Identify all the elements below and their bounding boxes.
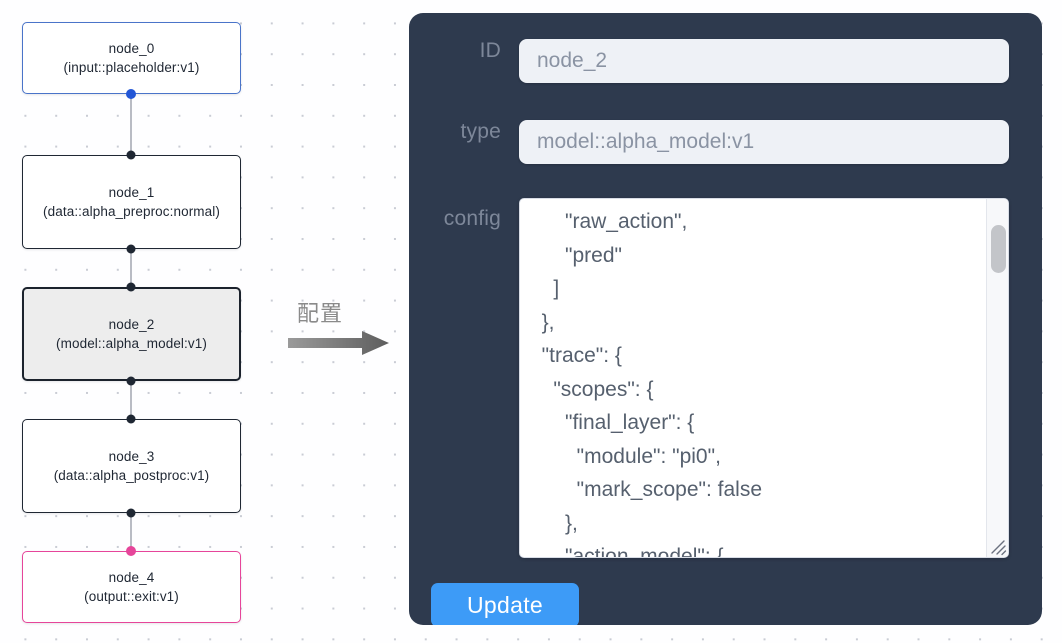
node-title: node_1 (108, 185, 155, 200)
config-field-row: config (409, 198, 1042, 558)
type-input[interactable] (519, 120, 1009, 164)
config-textarea[interactable] (520, 199, 988, 557)
update-button[interactable]: Update (431, 583, 579, 625)
node-title: node_2 (108, 317, 155, 332)
right-arrow-icon (288, 331, 389, 355)
annotation-label: 配置 (297, 302, 344, 327)
port-node_3-top[interactable] (126, 414, 136, 424)
node-title: node_0 (108, 41, 155, 56)
id-field-row: ID (409, 39, 1042, 83)
config-field-label: config (443, 207, 501, 230)
node-subtitle: (data::alpha_preproc:normal) (43, 204, 220, 219)
config-scrollbar-thumb[interactable] (991, 225, 1006, 273)
config-editor[interactable] (519, 198, 1009, 558)
port-node_1-top[interactable] (126, 150, 136, 160)
node-subtitle: (input::placeholder:v1) (63, 60, 200, 75)
node-inspector-panel: ID type config Update (409, 13, 1042, 625)
edge-node1-node2 (130, 249, 132, 287)
node-subtitle: (model::alpha_model:v1) (56, 336, 207, 351)
type-field-row: type (409, 120, 1042, 164)
node-subtitle: (data::alpha_postproc:v1) (53, 468, 210, 483)
type-field-label: type (460, 120, 501, 143)
graph-node-node_2[interactable]: node_2 (model::alpha_model:v1) (22, 287, 241, 381)
edge-node3-node4 (130, 513, 132, 551)
graph-node-node_4[interactable]: node_4 (output::exit:v1) (22, 551, 241, 623)
port-node_2-top[interactable] (126, 282, 136, 292)
edge-node0-node1 (130, 94, 132, 155)
id-input[interactable] (519, 39, 1009, 83)
port-node_4-top[interactable] (126, 546, 136, 556)
node-subtitle: (output::exit:v1) (84, 589, 179, 604)
port-node_2-bottom[interactable] (126, 376, 136, 386)
edge-node2-node3 (130, 381, 132, 419)
graph-node-node_0[interactable]: node_0 (input::placeholder:v1) (22, 22, 241, 94)
config-scrollbar[interactable] (986, 199, 1008, 557)
node-title: node_4 (108, 570, 155, 585)
node-title: node_3 (108, 449, 155, 464)
graph-canvas[interactable]: node_0 (input::placeholder:v1) node_1 (d… (0, 0, 400, 643)
graph-node-node_3[interactable]: node_3 (data::alpha_postproc:v1) (22, 419, 241, 513)
port-node_0-bottom[interactable] (126, 89, 136, 99)
port-node_3-bottom[interactable] (126, 508, 136, 518)
id-field-label: ID (479, 39, 501, 62)
port-node_1-bottom[interactable] (126, 244, 136, 254)
resize-grip-icon[interactable] (987, 536, 1007, 556)
graph-node-node_1[interactable]: node_1 (data::alpha_preproc:normal) (22, 155, 241, 249)
annotation-arrow-group: 配置 (288, 296, 398, 366)
